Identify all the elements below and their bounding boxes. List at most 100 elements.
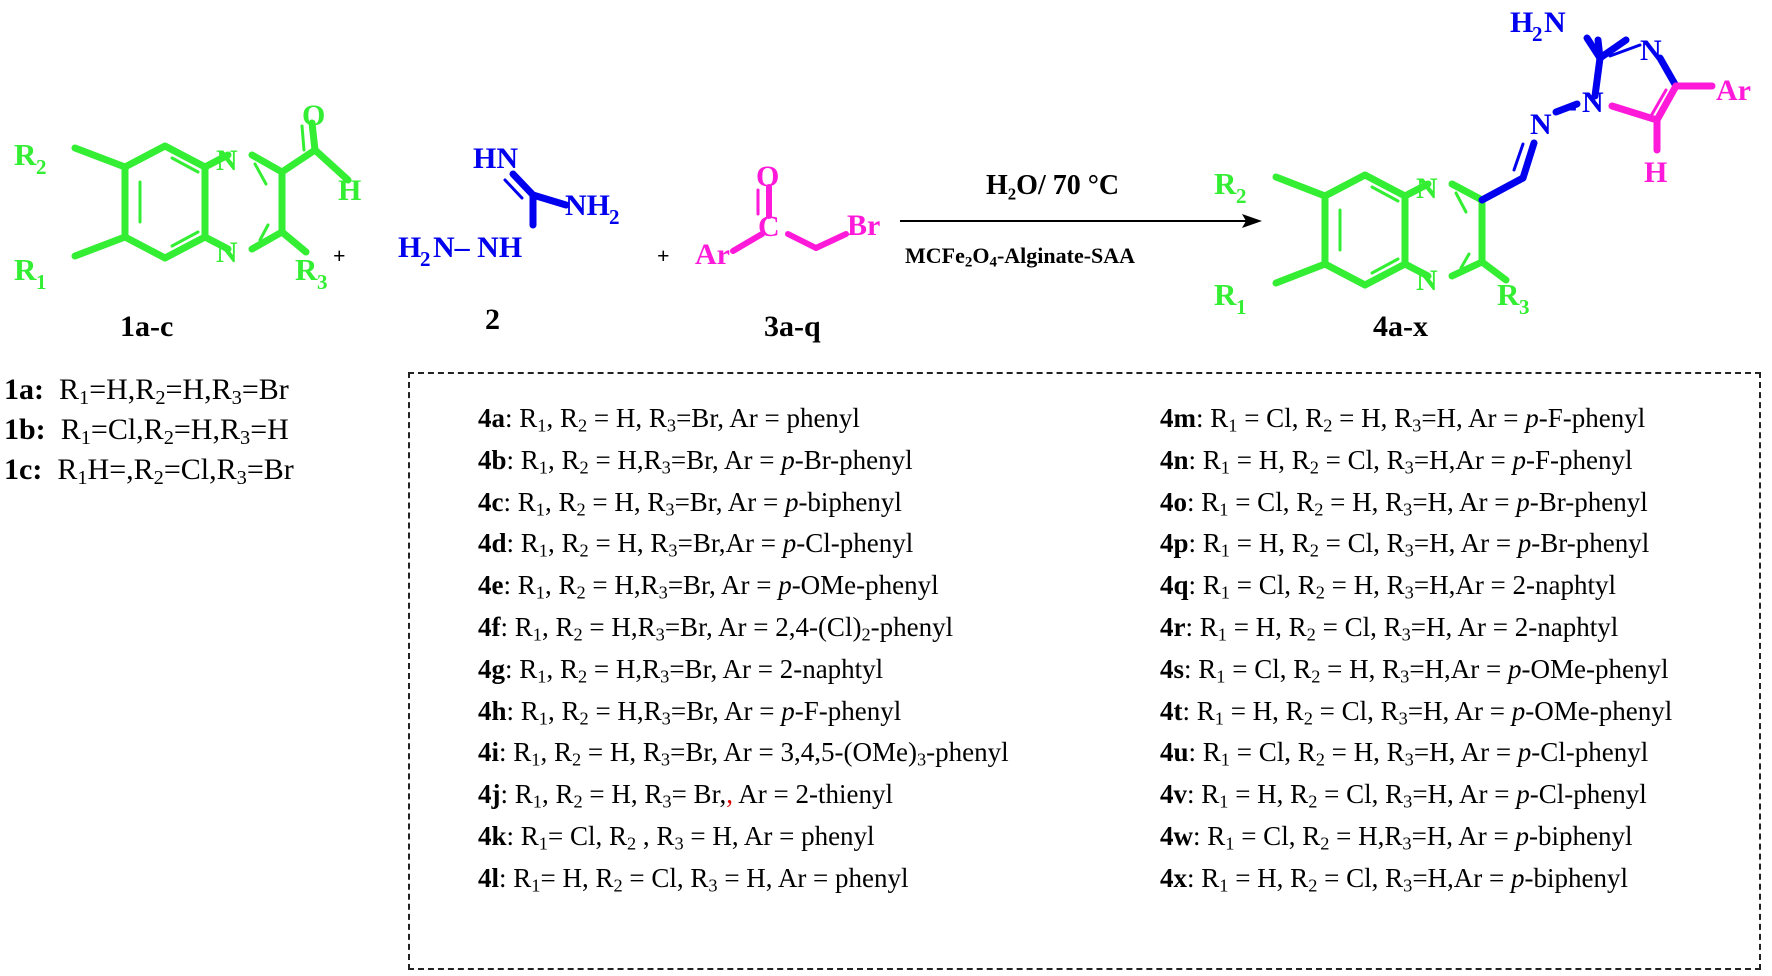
svg-text:R: R bbox=[1497, 277, 1520, 312]
compound-label-4: 4a-x bbox=[1373, 310, 1428, 343]
product-imidazole-pink bbox=[1608, 82, 1716, 154]
svg-text:3: 3 bbox=[317, 270, 328, 294]
bromoketone-structure bbox=[730, 184, 849, 254]
product-id: 4n bbox=[1160, 444, 1189, 475]
svg-text:1: 1 bbox=[1236, 295, 1247, 319]
product-row-4f: 4f: R1, R2 = H,R3=Br, Ar = 2,4-(Cl)2-phe… bbox=[478, 611, 954, 645]
product-row-4m: 4m: R1 = Cl, R2 = H, R3=H, Ar = p-F-phen… bbox=[1160, 403, 1646, 436]
svg-text:N: N bbox=[1530, 108, 1552, 141]
svg-text:Br: Br bbox=[847, 209, 880, 242]
product-id: 4i bbox=[478, 737, 500, 768]
svg-text:Ar: Ar bbox=[1716, 74, 1751, 107]
aminoguanidine-structure bbox=[503, 170, 570, 229]
svg-text:C: C bbox=[758, 210, 780, 243]
product-row-4v: 4v: R1 = H, R2 = Cl, R3=H, Ar = p-Cl-phe… bbox=[1160, 779, 1647, 812]
product-row-4n: 4n: R1 = H, R2 = Cl, R3=H,Ar = p-F-pheny… bbox=[1160, 444, 1633, 478]
compound-label-1: 1a-c bbox=[120, 310, 174, 343]
svg-text:2: 2 bbox=[36, 155, 47, 179]
svg-text:H: H bbox=[398, 231, 421, 264]
products-column-left: 4a: R1, R2 = H, R3=Br, Ar = phenyl 4b: R1… bbox=[478, 398, 1009, 900]
condition-top: H₂O/ 70 °C bbox=[986, 170, 1120, 201]
product-row-4d: 4d: R1, R2 = H, R3=Br,Ar = p-Cl-phenyl bbox=[478, 528, 914, 561]
svg-text:N: N bbox=[216, 144, 238, 177]
product-id: 4u bbox=[1160, 737, 1189, 768]
starting-material-1c: 1c: R1H=,R2=Cl,R3=Br bbox=[4, 453, 294, 490]
product-row-4e: 4e: R1, R2 = H,R3=Br, Ar = p-OMe-phenyl bbox=[478, 570, 939, 603]
svg-text:N– NH: N– NH bbox=[433, 231, 522, 264]
product-id: 4g bbox=[478, 653, 505, 684]
svg-text:2: 2 bbox=[420, 247, 431, 271]
starting-material-list: 1a: R1=H,R2=H,R3=Br 1b: R1=Cl,R2=H,R3=H … bbox=[4, 370, 294, 490]
product-id: 4p bbox=[1160, 528, 1189, 559]
product-id: 4j bbox=[478, 779, 501, 810]
product-id: 4r bbox=[1160, 611, 1186, 642]
svg-text:NH: NH bbox=[565, 189, 610, 222]
products-column-right: 4m: R1 = Cl, R2 = H, R3=H, Ar = p-F-phen… bbox=[1160, 398, 1672, 900]
svg-text:R: R bbox=[14, 137, 37, 172]
condition-bottom: MCFe2O4-Alginate-SAA bbox=[905, 243, 1136, 271]
svg-text:N: N bbox=[1640, 34, 1662, 67]
svg-text:H: H bbox=[1644, 156, 1667, 189]
product-quinoxaline-structure bbox=[1272, 171, 1510, 289]
product-id: 4f bbox=[478, 611, 501, 642]
product-row-4a: 4a: R1, R2 = H, R3=Br, Ar = phenyl bbox=[478, 403, 860, 436]
svg-text:O: O bbox=[756, 160, 779, 193]
compound-label-3: 3a-q bbox=[764, 310, 821, 343]
product-row-4p: 4p: R1 = H, R2 = Cl, R3=H, Ar = p-Br-phe… bbox=[1160, 528, 1650, 561]
product-id: 4q bbox=[1160, 570, 1189, 601]
product-row-4x: 4x: R1 = H, R2 = Cl, R3=H,Ar = p-bipheny… bbox=[1160, 862, 1628, 896]
product-row-4r: 4r: R1 = H, R2 = Cl, R3=H, Ar = 2-naphty… bbox=[1160, 611, 1619, 645]
svg-text:2: 2 bbox=[1236, 184, 1247, 208]
product-id: 4l bbox=[478, 862, 500, 893]
product-id: 4k bbox=[478, 820, 507, 851]
compound-label-2: 2 bbox=[485, 303, 500, 336]
product-row-4w: 4w: R1 = Cl, R2 = H,R3=H, Ar = p-bipheny… bbox=[1160, 820, 1633, 854]
product-id: 4d bbox=[478, 528, 507, 559]
product-row-4b: 4b: R1, R2 = H,R3=Br, Ar = p-Br-phenyl bbox=[478, 444, 913, 478]
svg-text:H: H bbox=[1510, 6, 1533, 39]
svg-text:H: H bbox=[338, 174, 361, 207]
product-id: 4b bbox=[478, 444, 507, 475]
product-row-4g: 4g: R1, R2 = H,R3=Br, Ar = 2-naphtyl bbox=[478, 653, 884, 687]
starting-material-1a: 1a: R1=H,R2=H,R3=Br bbox=[4, 373, 289, 410]
plus-sign-1: + bbox=[333, 243, 346, 268]
product-id: 4c bbox=[478, 486, 504, 517]
svg-text:R: R bbox=[295, 252, 318, 287]
product-row-4q: 4q: R1 = Cl, R2 = H, R3=H,Ar = 2-naphtyl bbox=[1160, 570, 1617, 603]
svg-text:2: 2 bbox=[1532, 22, 1543, 46]
svg-text:3: 3 bbox=[1519, 295, 1530, 319]
product-row-4u: 4u: R1 = Cl, R2 = H, R3=H, Ar = p-Cl-phe… bbox=[1160, 737, 1649, 770]
svg-text:R: R bbox=[14, 252, 37, 287]
product-id: 4w bbox=[1160, 820, 1193, 851]
product-id: 4x bbox=[1160, 862, 1187, 893]
product-row-4h: 4h: R1, R2 = H,R3=Br, Ar = p-F-phenyl bbox=[478, 695, 902, 729]
starting-material-1b: 1b: R1=Cl,R2=H,R3=H bbox=[4, 413, 289, 450]
svg-text:N: N bbox=[1416, 264, 1438, 297]
svg-text:Ar: Ar bbox=[695, 238, 730, 271]
product-row-4s: 4s: R1 = Cl, R2 = H, R3=H,Ar = p-OMe-phe… bbox=[1160, 653, 1669, 687]
svg-text:1: 1 bbox=[36, 270, 47, 294]
svg-text:N: N bbox=[1582, 86, 1604, 119]
product-id: 4a bbox=[478, 403, 505, 433]
product-row-4o: 4o: R1 = Cl, R2 = H, R3=H, Ar = p-Br-phe… bbox=[1160, 486, 1648, 520]
svg-text:N: N bbox=[1544, 6, 1566, 39]
svg-text:R: R bbox=[1214, 166, 1237, 201]
svg-text:HN: HN bbox=[473, 142, 518, 175]
svg-text:N: N bbox=[216, 236, 238, 269]
svg-text:2: 2 bbox=[609, 205, 620, 229]
product-row-4c: 4c: R1, R2 = H, R3=Br, Ar = p-biphenyl bbox=[478, 486, 902, 520]
product-row-4l: 4l: R1= H, R2 = Cl, R3 = H, Ar = phenyl bbox=[478, 862, 909, 896]
product-row-4t: 4t: R1 = H, R2 = Cl, R3=H, Ar = p-OMe-ph… bbox=[1160, 695, 1673, 729]
product-id: 4v bbox=[1160, 779, 1187, 810]
product-row-4j: 4j: R1, R2 = H, R3= Br,, Ar = 2-thienyl bbox=[478, 779, 893, 812]
product-id: 4e bbox=[478, 570, 504, 601]
quinoxaline-aldehyde-structure bbox=[71, 119, 352, 262]
reaction-arrow bbox=[900, 214, 1262, 228]
plus-sign-2: + bbox=[657, 243, 670, 268]
svg-text:O: O bbox=[302, 99, 325, 132]
product-id: 4o bbox=[1160, 486, 1187, 517]
